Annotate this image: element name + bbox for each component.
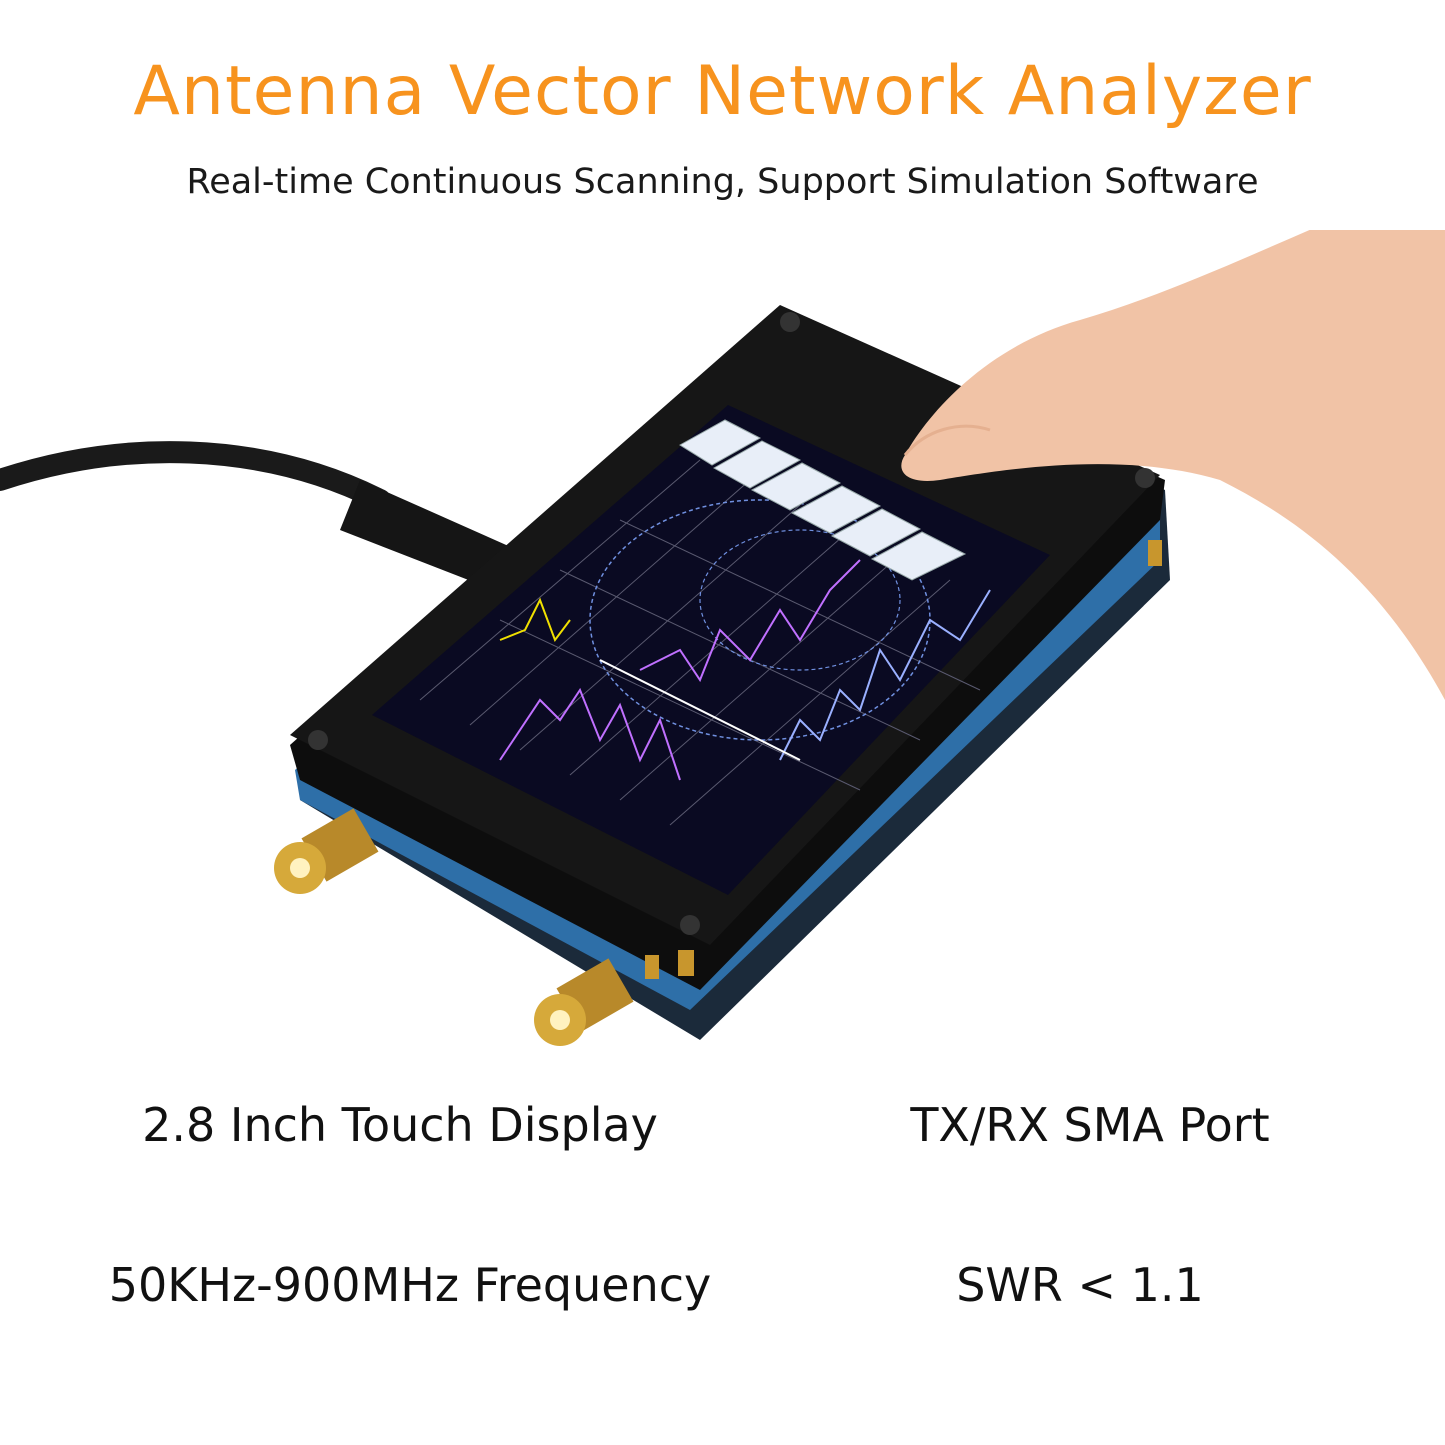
device-screen: [372, 405, 1050, 895]
finger: [901, 230, 1445, 700]
product-photo: [0, 230, 1445, 1046]
usb-cable: [0, 441, 540, 600]
feature-swr: SWR < 1.1: [956, 1258, 1204, 1312]
sma-connector-ch0: [274, 808, 379, 894]
page-subtitle: Real-time Continuous Scanning, Support S…: [186, 162, 1259, 202]
sma-connector-ch1: [534, 958, 634, 1046]
feature-frequency: 50KHz-900MHz Frequency: [108, 1258, 712, 1312]
feature-port: TX/RX SMA Port: [910, 1098, 1270, 1152]
page-title: Antenna Vector Network Analyzer: [133, 52, 1312, 131]
feature-display: 2.8 Inch Touch Display: [142, 1098, 658, 1152]
